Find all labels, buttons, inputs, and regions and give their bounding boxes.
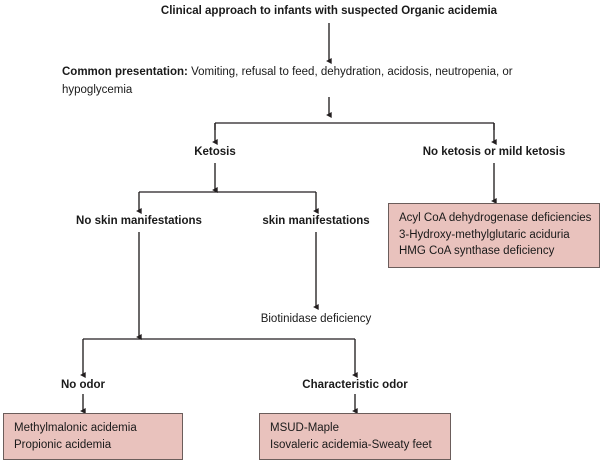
node-biotinidase-deficiency: Biotinidase deficiency [260,313,372,325]
result-line: 3-Hydroxy-methylglutaric aciduria [399,228,570,241]
node-ketosis: Ketosis [194,146,236,158]
result-line: Methylmalonic acidemia [14,422,137,434]
result-line: MSUD-Maple [270,422,340,434]
common-presentation-text: Common presentation: Vomiting, refusal t… [62,63,562,99]
result-line: Propionic acidemia [14,438,112,451]
node-no-odor: No odor [60,379,106,391]
diagram-title: Clinical approach to infants with suspec… [160,5,498,17]
result-box-no-odor: Methylmalonic acidemia Propionic acidemi… [3,413,183,460]
result-box-characteristic-odor: MSUD-Maple Isovaleric acidemia-Sweaty fe… [259,413,451,460]
node-no-skin-manifestations: No skin manifestations [76,215,202,227]
node-skin-manifestations: skin manifestations [262,215,370,227]
common-presentation-body: Vomiting, refusal to feed, dehydration, … [62,66,513,96]
result-line: HMG CoA synthase deficiency [399,245,555,257]
result-box-no-ketosis: Acyl CoA dehydrogenase deficiencies 3-Hy… [388,203,600,268]
result-line: Isovaleric acidemia-Sweaty feet [270,438,432,451]
common-presentation-lead: Common presentation: [62,66,188,78]
node-no-ketosis: No ketosis or mild ketosis [422,146,566,158]
node-characteristic-odor: Characteristic odor [302,379,408,391]
result-line: Acyl CoA dehydrogenase deficiencies [399,212,592,224]
